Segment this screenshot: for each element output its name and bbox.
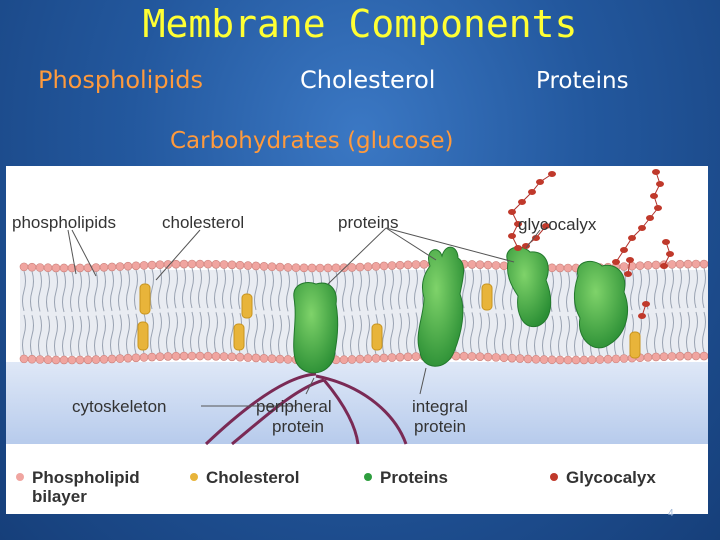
label-cytoskeleton: cytoskeleton xyxy=(72,397,167,416)
peripheral-protein xyxy=(293,282,339,374)
legend-glycocalyx: Glycocalyx xyxy=(566,468,656,487)
subtitle-proteins: Proteins xyxy=(536,68,629,94)
subtitle-carbohydrates: Carbohydrates (glucose) xyxy=(170,128,454,154)
legend-cholesterol: Cholesterol xyxy=(206,468,300,487)
membrane-diagram-panel: phospholipids cholesterol proteins glyco… xyxy=(6,166,708,514)
label-phospholipids: phospholipids xyxy=(12,213,116,232)
label-integral-2: protein xyxy=(414,417,466,436)
integral-proteins xyxy=(417,246,628,367)
label-glycocalyx: glycocalyx xyxy=(518,215,597,234)
glycocalyx-chains xyxy=(508,169,674,319)
page-number: 4 xyxy=(668,508,674,519)
legend: Phospholipid bilayer Cholesterol Protein… xyxy=(16,468,656,506)
legend-phospholipid-1: Phospholipid xyxy=(32,468,140,487)
legend-dot-glycocalyx xyxy=(550,473,558,481)
label-cholesterol: cholesterol xyxy=(162,213,244,232)
legend-dot-proteins xyxy=(364,473,372,481)
slide-title: Membrane Components xyxy=(142,2,578,46)
legend-phospholipid-2: bilayer xyxy=(32,487,87,506)
cytoskeleton-filaments xyxy=(204,372,408,446)
legend-dot-phospholipid xyxy=(16,473,24,481)
subtitle-phospholipids: Phospholipids xyxy=(38,66,203,94)
cholesterol-molecules xyxy=(137,283,641,359)
membrane-diagram: phospholipids cholesterol proteins glyco… xyxy=(6,169,708,506)
label-peripheral-2: protein xyxy=(272,417,324,436)
legend-proteins: Proteins xyxy=(380,468,448,487)
legend-dot-cholesterol xyxy=(190,473,198,481)
label-integral-1: integral xyxy=(412,397,468,416)
label-peripheral-1: peripheral xyxy=(256,397,332,416)
label-leader-lines xyxy=(67,227,541,407)
subtitle-cholesterol: Cholesterol xyxy=(300,66,436,94)
cytoplasm-region xyxy=(6,362,708,444)
label-proteins: proteins xyxy=(338,213,398,232)
